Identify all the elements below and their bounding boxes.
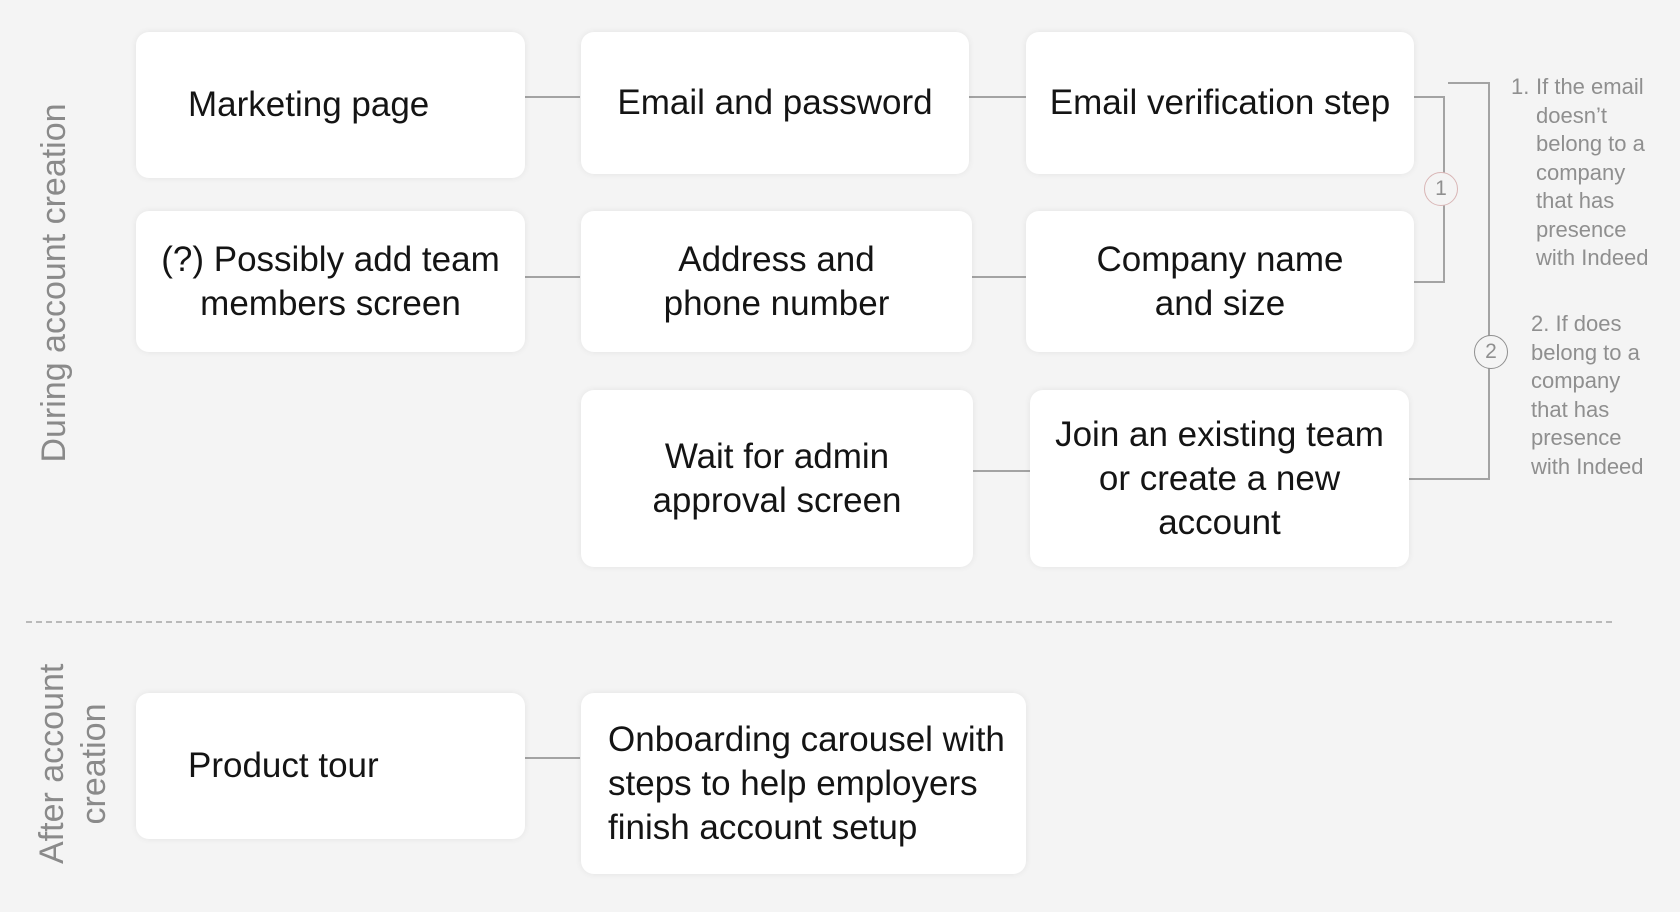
box-email-verification: Email verification step	[1026, 32, 1414, 174]
section-label-during: During account creation	[35, 103, 73, 463]
box-onboarding-carousel: Onboarding carousel with steps to help e…	[581, 693, 1026, 874]
box-join-or-create: Join an existing team or create a new ac…	[1030, 390, 1409, 567]
box-email-password: Email and password	[581, 32, 969, 174]
section-divider	[26, 621, 1612, 623]
box-company-name-size: Company name and size	[1026, 211, 1414, 352]
box-marketing-page: Marketing page	[136, 32, 525, 178]
note-branch-1: 1. If the email doesn’t belong to a comp…	[1511, 74, 1649, 270]
box-product-tour: Product tour	[136, 693, 525, 839]
box-address-phone: Address and phone number	[581, 211, 972, 352]
section-label-after: After account creation	[33, 663, 113, 864]
branch-1-badge: 1	[1424, 172, 1458, 206]
box-team-members: (?) Possibly add team members screen	[136, 211, 525, 352]
branch-2-path	[1408, 82, 1490, 480]
note-branch-1-number: 1.	[1511, 74, 1530, 99]
note-branch-2: 2. If does belong to a company that has …	[1531, 311, 1644, 479]
box-wait-admin-approval: Wait for admin approval screen	[581, 390, 973, 567]
branch-2-badge: 2	[1474, 335, 1508, 369]
